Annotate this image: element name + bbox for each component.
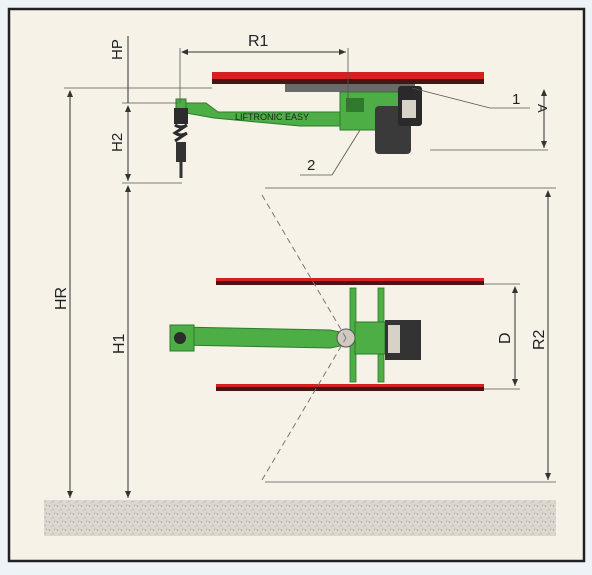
label-r2: R2 [531, 329, 548, 350]
brand-label: LIFTRONIC EASY [235, 112, 309, 122]
rail-lower [216, 384, 484, 387]
drive-detail [346, 98, 364, 112]
plan-hoist [174, 332, 186, 344]
rail-upper-base [216, 281, 484, 285]
callout-1: 1 [512, 91, 520, 108]
plan-arm [177, 326, 346, 349]
label-r1: R1 [248, 33, 269, 50]
slew-limit-upper [261, 194, 347, 339]
plan-carriage [354, 321, 386, 355]
label-hp: HP [109, 39, 126, 60]
hoist-spring [172, 123, 188, 143]
dimensions: HP R1 H2 HR H1 A D R2 1 2 [53, 33, 556, 498]
label-h1: H1 [111, 333, 128, 354]
arm-pivot [175, 98, 187, 110]
slew-limit-lower [261, 337, 347, 481]
plan-motor-window [388, 325, 400, 353]
label-hr: HR [53, 287, 70, 310]
motor-window [402, 100, 416, 118]
label-h2: H2 [109, 133, 126, 152]
label-d: D [497, 332, 514, 344]
hoist-body [176, 142, 186, 162]
carriage-plate [285, 84, 415, 92]
rail-lower-base [216, 387, 484, 391]
hoist-top [174, 108, 188, 124]
label-a: A [535, 104, 550, 113]
floor [44, 500, 556, 536]
rail-upper [216, 278, 484, 281]
callout-2: 2 [307, 157, 315, 174]
plan-view [169, 194, 484, 481]
